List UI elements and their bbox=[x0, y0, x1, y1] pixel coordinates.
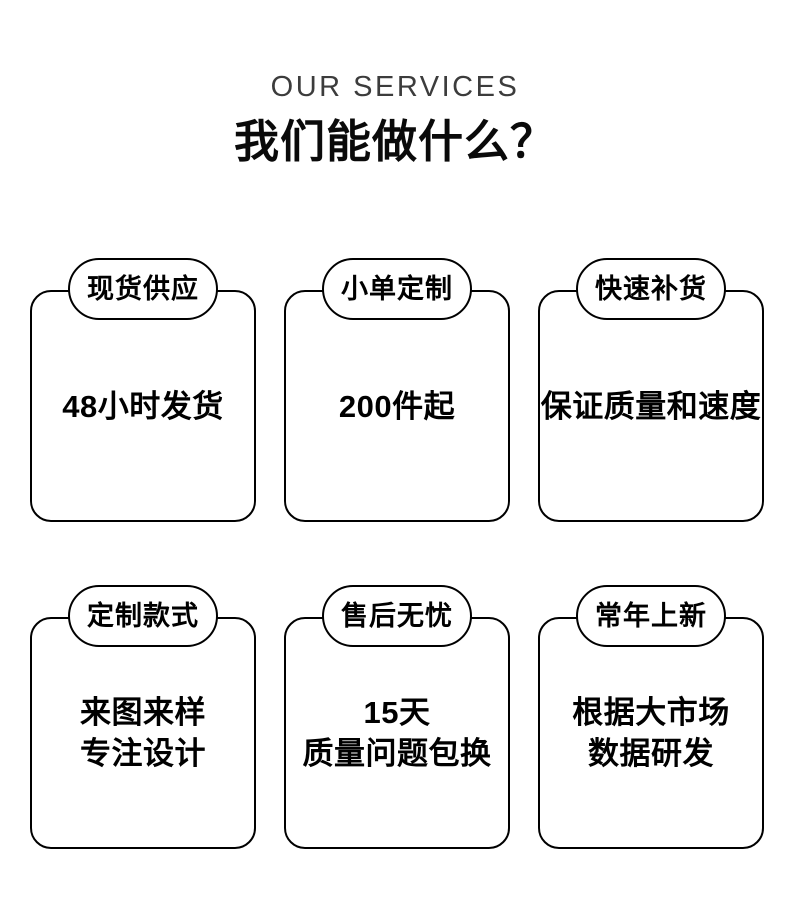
page-header: OUR SERVICES 我们能做什么？ bbox=[0, 0, 790, 169]
card-outline bbox=[284, 617, 510, 849]
card-badge: 小单定制 bbox=[322, 258, 472, 320]
card-body-line: 保证质量和速度 bbox=[540, 388, 762, 424]
service-card: 48小时发货 现货供应 bbox=[30, 258, 256, 522]
service-card: 根据大市场 数据研发 常年上新 bbox=[538, 585, 764, 849]
service-card: 15天 质量问题包换 售后无忧 bbox=[284, 585, 510, 849]
card-body-line: 200件起 bbox=[338, 388, 456, 424]
page-title: 我们能做什么？ bbox=[233, 116, 556, 167]
card-badge: 快速补货 bbox=[576, 258, 726, 320]
service-card-grid: 48小时发货 现货供应 200件起 小单定制 保证质量和速度 快速补货 来图来样… bbox=[30, 258, 764, 849]
card-badge-label: 快速补货 bbox=[595, 274, 707, 304]
card-body-line: 根据大市场 bbox=[572, 695, 730, 730]
card-body: 根据大市场 数据研发 bbox=[538, 617, 764, 849]
card-badge-label: 常年上新 bbox=[595, 601, 707, 631]
card-body: 保证质量和速度 bbox=[538, 290, 764, 522]
card-body: 48小时发货 bbox=[30, 290, 256, 522]
card-body-line: 来图来样 bbox=[80, 695, 206, 730]
card-badge: 售后无忧 bbox=[322, 585, 472, 647]
card-outline bbox=[538, 290, 764, 522]
card-body-line: 48小时发货 bbox=[62, 388, 224, 424]
card-badge-label: 定制款式 bbox=[87, 601, 199, 631]
card-outline bbox=[284, 290, 510, 522]
card-badge-label: 售后无忧 bbox=[341, 601, 453, 631]
card-body-line: 数据研发 bbox=[588, 736, 714, 771]
card-badge: 常年上新 bbox=[576, 585, 726, 647]
card-body-line: 专注设计 bbox=[80, 736, 206, 771]
service-card: 来图来样 专注设计 定制款式 bbox=[30, 585, 256, 849]
card-outline bbox=[30, 290, 256, 522]
card-body: 来图来样 专注设计 bbox=[30, 617, 256, 849]
card-outline bbox=[30, 617, 256, 849]
card-badge-label: 小单定制 bbox=[341, 274, 453, 304]
card-body-line: 15天 bbox=[363, 695, 431, 730]
card-body: 200件起 bbox=[284, 290, 510, 522]
card-badge-label: 现货供应 bbox=[87, 274, 199, 304]
service-card: 保证质量和速度 快速补货 bbox=[538, 258, 764, 522]
card-badge: 现货供应 bbox=[68, 258, 218, 320]
card-badge: 定制款式 bbox=[68, 585, 218, 647]
card-body: 15天 质量问题包换 bbox=[284, 617, 510, 849]
card-body-line: 质量问题包换 bbox=[302, 736, 492, 771]
section-eyebrow: OUR SERVICES bbox=[270, 71, 520, 103]
service-card: 200件起 小单定制 bbox=[284, 258, 510, 522]
